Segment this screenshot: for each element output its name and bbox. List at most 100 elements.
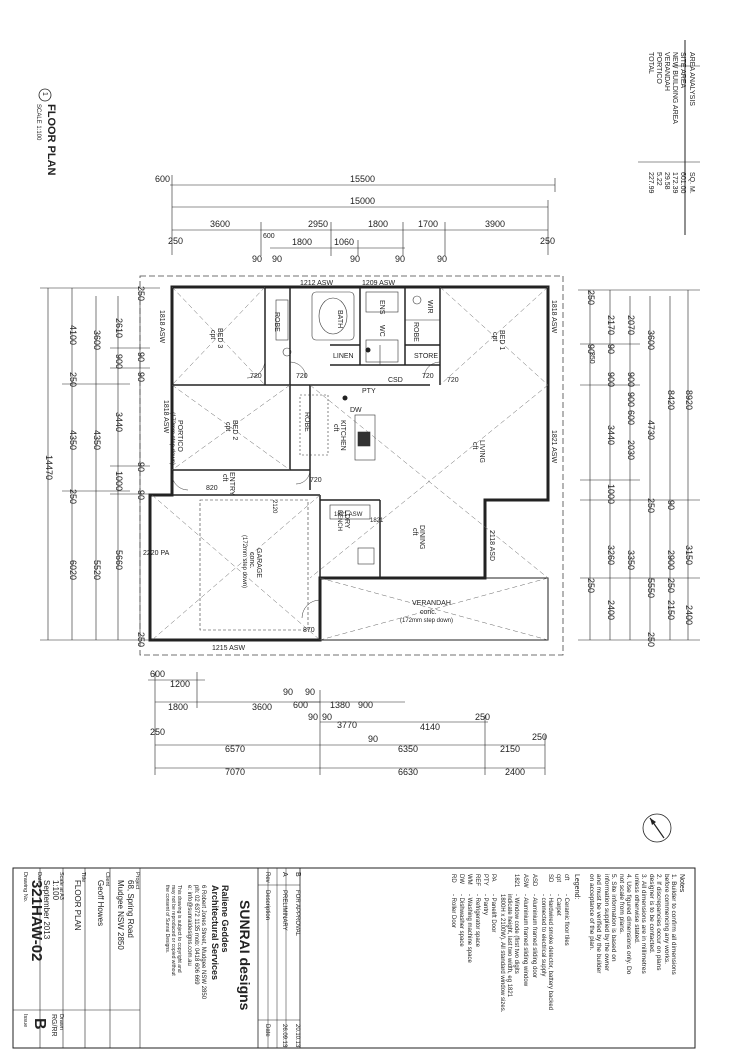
dim-label: 2400 [684, 605, 694, 625]
legend-desc: indicate height, last two width, eg 1821 [506, 894, 512, 998]
dim-label: 900 [114, 354, 124, 369]
room-bed1: BED 1 [498, 330, 505, 350]
dim-label: 250 [586, 290, 596, 305]
smoke-detector-icon [342, 395, 348, 401]
dim-label: 350 [588, 352, 595, 364]
area-row-label: NEW BUILDING AREA [671, 52, 678, 124]
dim-label: 15500 [350, 174, 375, 184]
dim-label: 2950 [308, 219, 328, 229]
legend-code: RD [450, 874, 456, 883]
room-floor: cpt [224, 422, 231, 431]
dim-label: 600 [293, 700, 308, 710]
door-tag: 870 [303, 627, 315, 634]
dim-label: 2070 [626, 315, 636, 335]
bottom-dimensions [148, 672, 546, 775]
window-tag: 1209 ASW [362, 280, 395, 287]
room-floor: cft [471, 442, 478, 449]
dim-label: 14470 [44, 455, 54, 480]
smoke-detector-icon [365, 347, 371, 353]
dim-label: 90 [368, 734, 378, 744]
room-robe: ROBE [273, 312, 280, 332]
dim-label: 2170 [606, 315, 616, 335]
room-floor: cft [411, 528, 418, 535]
dim-label: 4730 [646, 420, 656, 440]
dim-label: 250 [68, 372, 78, 387]
door-tag: 820 [206, 485, 218, 492]
field-label: Date [36, 872, 42, 884]
field-label: Scale at A3 [58, 872, 64, 900]
legend-desc: - Hardwired smoke detector, battery back… [547, 894, 553, 1010]
revision-date: 26.09.13 [281, 1024, 287, 1048]
area-row-label: PORTICO [655, 52, 662, 84]
dim-label: 900 [626, 372, 636, 387]
dim-label: 6350 [398, 744, 418, 754]
room-floor: cpt [209, 330, 216, 339]
drawing-date: September 2013 [42, 880, 51, 940]
note-line: 4. Use figured dimensions only. Do [625, 874, 632, 975]
legend-desc: - Washing machine space [466, 894, 472, 963]
dim-label: 250 [168, 236, 183, 246]
legend-code: cft [563, 874, 569, 881]
dim-label: 1380 [330, 700, 350, 710]
dim-label: 3600 [210, 219, 230, 229]
legend-code: ASD [531, 874, 537, 887]
legend-desc: - Pantry [482, 894, 488, 915]
legend-code: PTY [482, 874, 488, 886]
legend-desc: - Refrigerator space [474, 894, 480, 948]
dim-label: 2150 [500, 744, 520, 754]
revision-header: Rev [264, 872, 270, 883]
dim-label: 3600 [92, 330, 102, 350]
dim-label: 4350 [92, 430, 102, 450]
area-row-label: TOTAL [647, 52, 654, 74]
field-label: Project [134, 872, 140, 890]
area-analysis-table: AREA ANALYSIS SITE AREA NEW BUILDING ARE… [638, 40, 700, 235]
dim-label: 90 [350, 254, 360, 264]
window-tag: 1818 ASW [158, 310, 165, 343]
note-line: 1. Builder to confirm all dimensions [670, 874, 677, 976]
dim-label: 6630 [398, 767, 418, 777]
area-row-value: 601.00 [679, 172, 686, 194]
company-address: 6 Robert Jones Street, Mudgee NSW 2850 [200, 885, 206, 1000]
room-note: (172mm step down) [241, 535, 247, 588]
dim-label: 3150 [684, 545, 694, 565]
dim-label: 250 [136, 286, 146, 301]
dim-label: 90 [283, 687, 293, 697]
bottom-dimension-labels: 600 1200 1800 3600 90 600 90 1380 900 90… [150, 669, 547, 777]
area-row-value: 227.99 [647, 172, 654, 194]
floor-plan: BED 3 cpt BED 1 cpt BED 2 cpt ROBE ROBE … [139, 275, 564, 656]
room-robe: ROBE [412, 322, 419, 342]
north-arrow-icon [642, 813, 672, 843]
dim-label: 90 [272, 254, 282, 264]
dim-label: 1800 [292, 237, 312, 247]
dim-label: 600 [626, 410, 636, 425]
legend-desc: - connected to electrical supply [540, 894, 546, 976]
room-bed3: BED 3 [216, 328, 223, 348]
dim-label: 250 [136, 632, 146, 647]
room-csd: CSD [388, 377, 403, 384]
room-floor: conc. [248, 552, 255, 569]
note-line: on acceptance of the plan. [588, 874, 595, 950]
dim-label: 6570 [225, 744, 245, 754]
dim-label: 250 [540, 236, 555, 246]
field-label: Drawn [58, 1014, 64, 1030]
legend-desc: - Panelift Door [490, 894, 496, 932]
right-dimensions [578, 289, 700, 641]
drawing-title: FLOOR PLAN [73, 880, 82, 931]
legend: cft - Ceramic floor tiles cpt - Carpet S… [450, 874, 569, 1013]
dim-label: 6020 [68, 560, 78, 580]
copyright-line: This drawing is subject to copyright and [176, 885, 182, 973]
room-ldry: LDRY [343, 510, 350, 529]
note-line: 5. Site information is based on [610, 874, 617, 962]
dim-label: 5660 [114, 550, 124, 570]
dim-label: 1800 [368, 219, 388, 229]
room-dining: DINING [418, 525, 425, 550]
designer-role: Architectural Services [210, 885, 220, 980]
area-analysis-title: AREA ANALYSIS [688, 52, 695, 106]
dim-label: 90 [136, 352, 146, 362]
dim-label: 2900 [666, 550, 676, 570]
door-tag: 720 [250, 373, 262, 380]
room-labels: BED 3 cpt BED 1 cpt BED 2 cpt ROBE ROBE … [169, 300, 505, 624]
plan-number: 1 [41, 92, 48, 96]
dim-label: 8420 [666, 390, 676, 410]
room-portico: PORTICO [176, 420, 183, 452]
